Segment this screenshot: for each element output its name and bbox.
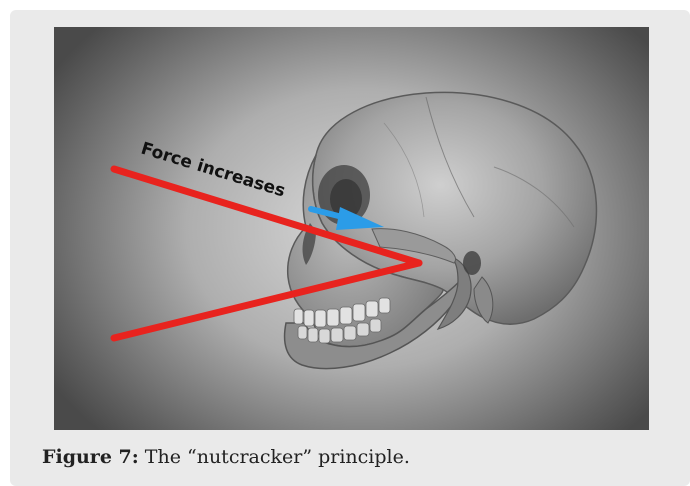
figure-caption: Figure 7: The “nutcracker” principle. [42,442,662,472]
figure-image: Force increases [54,27,649,430]
skull-illustration [285,92,597,368]
ear-canal-shape [463,251,481,275]
figure-caption-text: The “nutcracker” principle. [139,446,410,468]
figure-caption-label: Figure 7: [42,446,139,468]
force-increases-label: Force increases [139,139,288,202]
nutcracker-illustration: Force increases [54,27,649,430]
figure-panel: Force increases Figure 7: The “nutcracke… [10,10,690,486]
